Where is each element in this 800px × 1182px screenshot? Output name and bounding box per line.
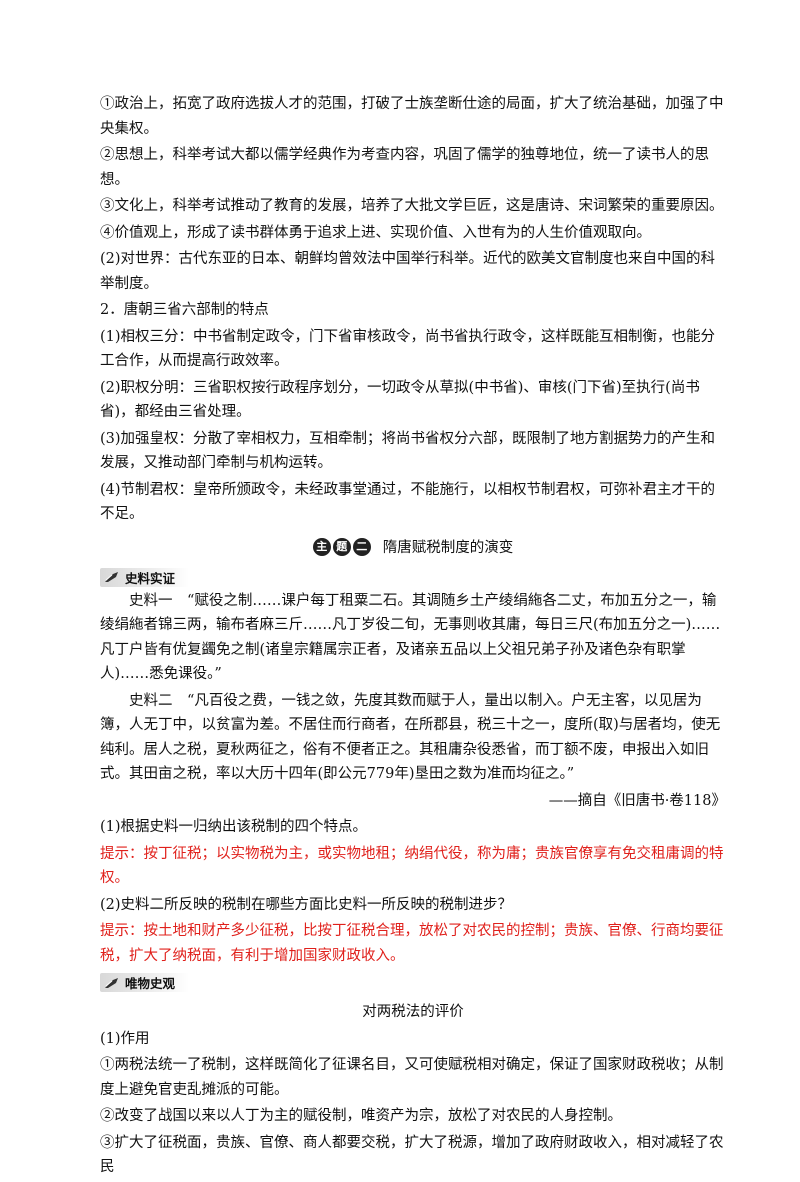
section-tag-materialism: 唯物史观 — [100, 973, 190, 992]
topic-title: 隋唐赋税制度的演变 — [382, 540, 514, 556]
answer-hint: 提示：按土地和财产多少征税，比按丁征税合理，放松了对农民的控制；贵族、官僚、行商… — [100, 923, 724, 964]
topic-badge-icon: 主 题 二 — [312, 537, 371, 556]
section-tag-evidence: 史料实证 — [100, 567, 190, 587]
subsection-title: 对两税法的评价 — [362, 1004, 464, 1020]
section-heading: 2．唐朝三省六部制的特点 — [100, 302, 269, 318]
topic-badge-char: 题 — [332, 537, 351, 556]
paragraph: (1)相权三分：中书省制定政令，门下省审核政令，尚书省执行政令，这样既能互相制衡… — [100, 328, 716, 370]
paragraph: ④价值观上，形成了读书群体勇于追求上进、实现价值、入世有为的人生价值观取向。 — [100, 224, 651, 241]
paragraph: (3)加强皇权：分散了宰相权力，互相牵制；将尚书省权分六部，既限制了地方割据势力… — [100, 430, 716, 472]
paragraph: ①两税法统一了税制，这样既简化了征课名目，又可使赋税相对确定，保证了国家财政税收… — [100, 1057, 724, 1098]
section-tag-label: 唯物史观 — [125, 976, 176, 991]
paragraph: ③文化上，科举考试推动了教育的发展，培养了大批文学巨匠，这是唐诗、宋词繁荣的重要… — [100, 198, 724, 214]
question: (1)根据史料一归纳出该税制的四个特点。 — [100, 819, 368, 835]
question: (2)史料二所反映的税制在哪些方面比史料一所反映的税制进步？ — [100, 896, 513, 913]
paragraph: ②思想上，科举考试大都以儒学经典作为考查内容，巩固了儒学的独尊地位，统一了读书人… — [100, 147, 709, 188]
paragraph: (2)职权分明：三省职权按行政程序划分，一切政令从草拟(中书省)、审核(门下省)… — [100, 379, 700, 421]
document-page: ①政治上，拓宽了政府选拔人才的范围，打破了士族垄断仕途的局面，扩大了统治基础，加… — [100, 92, 726, 1182]
quill-icon — [105, 977, 118, 988]
topic-badge-char: 主 — [312, 537, 331, 556]
source-passage: 史料一 “赋役之制……课户每丁租粟二石。其调随乡土产绫绢絁各二丈，布加五分之一，… — [100, 592, 721, 683]
section-tag-label: 史料实证 — [125, 570, 176, 586]
paragraph: (2)对世界：古代东亚的日本、朝鲜均曾效法中国举行科举。近代的欧美文官制度也来自… — [100, 251, 716, 292]
topic-heading: 主 题 二 隋唐赋税制度的演变 — [100, 533, 726, 561]
paragraph: (1)作用 — [100, 1030, 150, 1047]
paragraph: ②改变了战国以来以人丁为主的赋役制，唯资产为宗，放松了对农民的人身控制。 — [100, 1108, 622, 1124]
answer-hint: 提示：按丁征税；以实物税为主，或实物地租；纳绢代役，称为庸；贵族官僚享有免交租庸… — [100, 845, 724, 887]
paragraph: (4)节制君权：皇帝所颁政令，未经政事堂通过，不能施行，以相权节制君权，可弥补君… — [100, 481, 716, 523]
paragraph: ①政治上，拓宽了政府选拔人才的范围，打破了士族垄断仕途的局面，扩大了统治基础，加… — [100, 96, 724, 137]
source-citation: ——摘自《旧唐书·卷118》 — [548, 792, 726, 809]
source-passage: 史料二 “凡百役之费，一钱之敛，先度其数而赋于人，量出以制入。户无主客，以见居为… — [100, 692, 721, 783]
quill-icon — [105, 572, 118, 582]
topic-badge-char: 二 — [352, 537, 371, 556]
paragraph: ③扩大了征税面，贵族、官僚、商人都要交税，扩大了税源，增加了政府财政收入，相对减… — [100, 1134, 724, 1176]
